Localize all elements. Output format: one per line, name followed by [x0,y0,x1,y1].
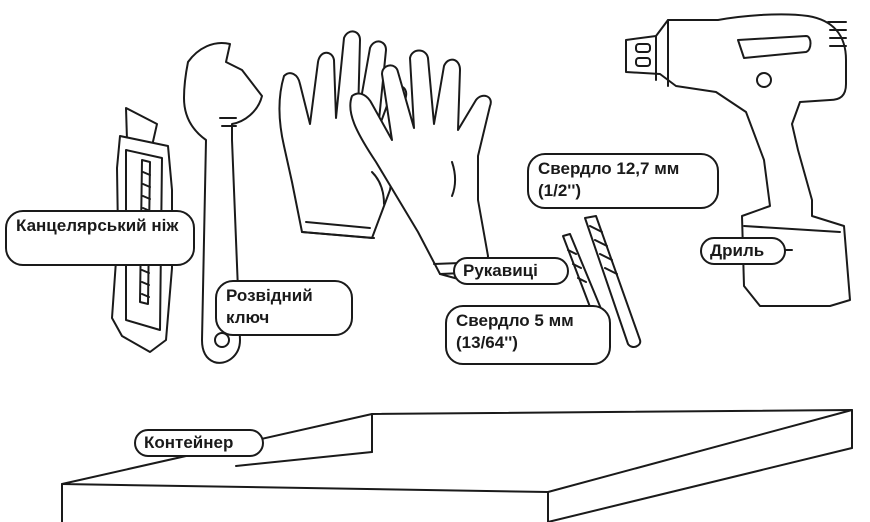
label-utility-knife: Канцелярський ніж [5,210,195,266]
label-container: Контейнер [134,429,264,457]
gloves-icon [280,31,491,280]
label-drill-bit-5mm: Свердло 5 мм (13/64'') [445,305,611,365]
container-box-icon [62,410,852,522]
label-drill: Дриль [700,237,786,265]
label-drill-bit-12-7mm: Свердло 12,7 мм (1/2'') [527,153,719,209]
label-adjustable-wrench: Розвідний ключ [215,280,353,336]
label-gloves: Рукавиці [453,257,569,285]
